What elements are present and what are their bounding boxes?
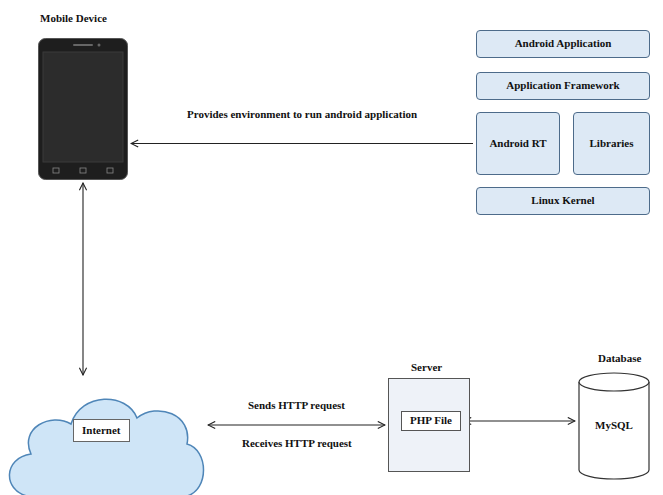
edge-label: Receives HTTP request bbox=[240, 437, 354, 449]
database-name: MySQL bbox=[578, 419, 650, 432]
connector-arrow bbox=[208, 424, 385, 425]
network-name: Internet bbox=[73, 419, 130, 442]
edge-label: Provides environment to run android appl… bbox=[185, 108, 419, 120]
server-box: ServerPHP File bbox=[388, 378, 470, 472]
server-heading: Server bbox=[411, 361, 442, 374]
connector-arrow bbox=[82, 183, 83, 375]
stack-layer-box: Android RT bbox=[476, 112, 560, 175]
stack-layer-box: Libraries bbox=[573, 112, 650, 175]
layer-name: Linux Kernel bbox=[531, 194, 594, 207]
phone-illustration bbox=[38, 38, 128, 180]
edge-label: Sends HTTP request bbox=[246, 399, 347, 411]
mobile-device: Mobile Device bbox=[38, 38, 128, 180]
internet-cloud: Internet bbox=[5, 378, 205, 495]
layer-name: Application Framework bbox=[506, 79, 619, 92]
layer-name: Android Application bbox=[515, 37, 612, 50]
stack-layer-box: Android Application bbox=[476, 30, 650, 58]
database-heading: Database bbox=[598, 352, 641, 365]
stack-layer-box: Linux Kernel bbox=[476, 187, 650, 215]
connector-arrow bbox=[464, 420, 575, 421]
connector-arrow bbox=[131, 143, 473, 144]
layer-name: Libraries bbox=[590, 137, 634, 150]
file-name: PHP File bbox=[410, 414, 452, 427]
device-heading: Mobile Device bbox=[40, 12, 107, 25]
stack-layer-box: Application Framework bbox=[476, 72, 650, 100]
layer-name: Android RT bbox=[489, 137, 546, 150]
php-file-box: PHP File bbox=[401, 411, 461, 431]
database-cylinder: DatabaseMySQL bbox=[578, 372, 650, 480]
